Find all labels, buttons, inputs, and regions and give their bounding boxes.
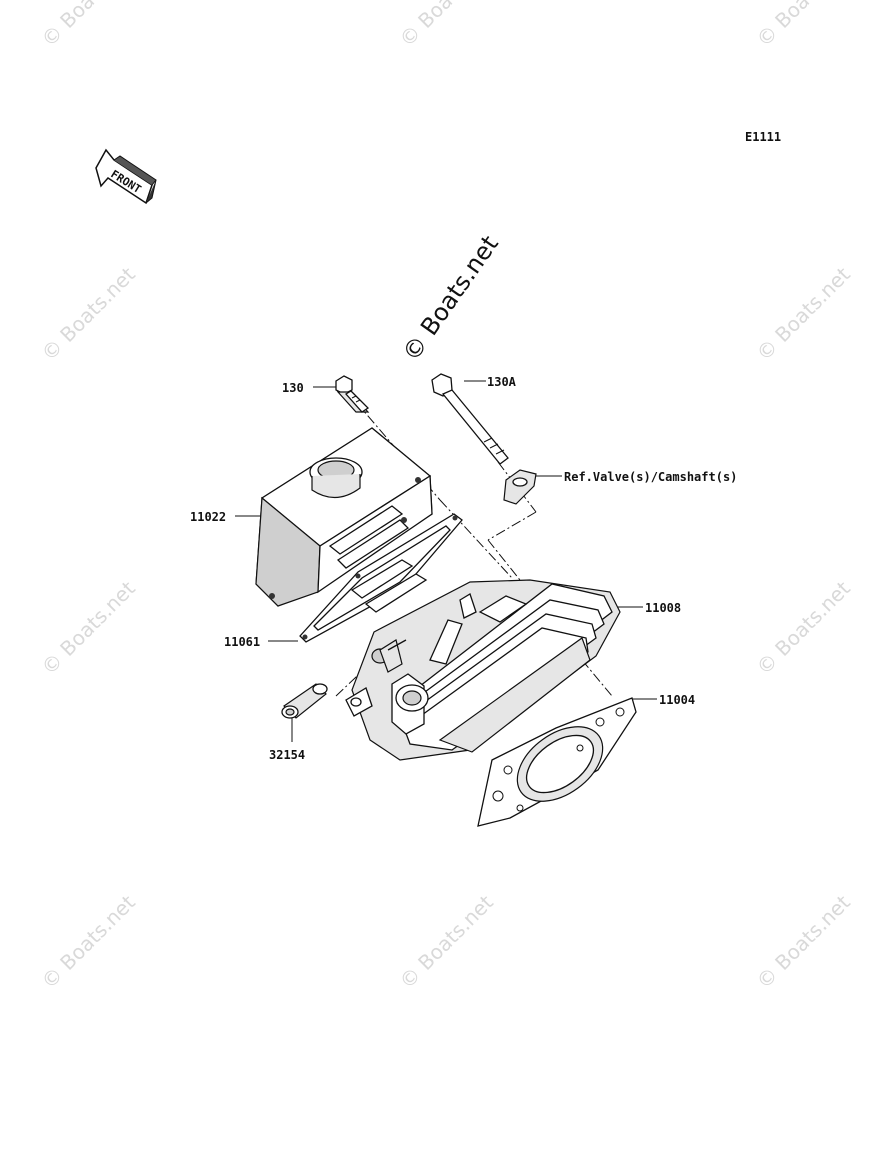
diagram-ref-code: E1111 <box>745 130 781 144</box>
watermark: © Boats.net <box>752 0 855 52</box>
callout-11022: 11022 <box>190 510 226 524</box>
watermark: © Boats.net <box>752 576 855 679</box>
watermark: © Boats.net <box>37 0 140 52</box>
callout-ref-valve-camshaft: Ref.Valve(s)/Camshaft(s) <box>564 470 737 484</box>
watermark: © Boats.net <box>395 0 498 52</box>
watermark: © Boats.net <box>752 262 855 365</box>
watermark-center: © Boats.net <box>397 230 504 366</box>
watermark: © Boats.net <box>395 890 498 993</box>
callout-11061: 11061 <box>224 635 260 649</box>
watermark-layer: © Boats.net © Boats.net © Boats.net © Bo… <box>37 0 855 994</box>
bolt-130a <box>431 373 509 465</box>
dowel-pin <box>281 683 328 719</box>
watermark: © Boats.net <box>37 262 140 365</box>
callout-130a: 130A <box>487 375 517 389</box>
bolt-130 <box>335 375 370 413</box>
head-cover-gasket <box>299 513 463 643</box>
callout-32154: 32154 <box>269 748 305 762</box>
watermark: © Boats.net <box>752 890 855 993</box>
watermark: © Boats.net <box>37 890 140 993</box>
callout-11008: 11008 <box>645 601 681 615</box>
callout-130: 130 <box>282 381 304 395</box>
camshaft-holder-part <box>503 469 537 505</box>
watermark: © Boats.net <box>37 576 140 679</box>
cylinder-head-gasket <box>477 697 637 827</box>
cylinder-head <box>345 579 621 761</box>
front-arrow-icon: FRONT <box>95 148 157 205</box>
cylinder-head-cover <box>255 427 433 607</box>
callout-11004: 11004 <box>659 693 695 707</box>
